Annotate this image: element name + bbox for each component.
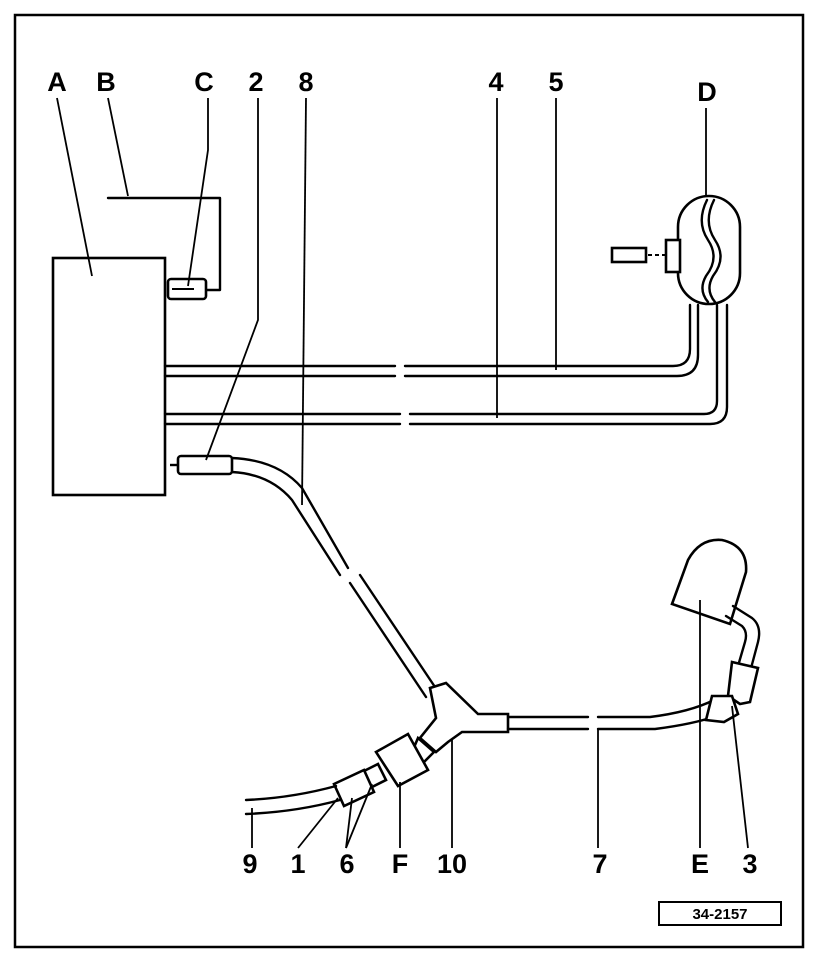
figure-number-box [658,901,782,926]
label-a: A [47,67,67,97]
component-c-connector [106,196,222,301]
label-1: 1 [290,849,305,879]
figure-number: 34-2157 [692,906,747,923]
label-b: B [96,67,116,97]
leader-lines [56,97,749,849]
component-f-filter [374,732,436,788]
label-10: 10 [437,849,467,879]
label-3: 3 [742,849,757,879]
hose-8 [230,456,439,699]
hose-3 [704,604,761,724]
y-piece-10 [418,681,510,754]
label-f: F [392,849,409,879]
label-8: 8 [298,67,313,97]
hose-5 [163,303,700,378]
label-4: 4 [488,67,503,97]
hose-9 [244,784,342,816]
label-e: E [691,849,709,879]
component-d-unit [610,194,742,306]
component-e [670,538,748,626]
label-6: 6 [339,849,354,879]
diagram-frame [13,13,805,949]
label-d: D [697,77,717,107]
connector-2 [170,454,234,476]
hose-7 [506,698,718,731]
label-2: 2 [248,67,263,97]
hose-4 [163,303,729,426]
label-5: 5 [548,67,563,97]
label-9: 9 [242,849,257,879]
fitting-6 [332,762,388,808]
component-a-box [51,256,167,497]
label-7: 7 [592,849,607,879]
label-c: C [194,67,214,97]
